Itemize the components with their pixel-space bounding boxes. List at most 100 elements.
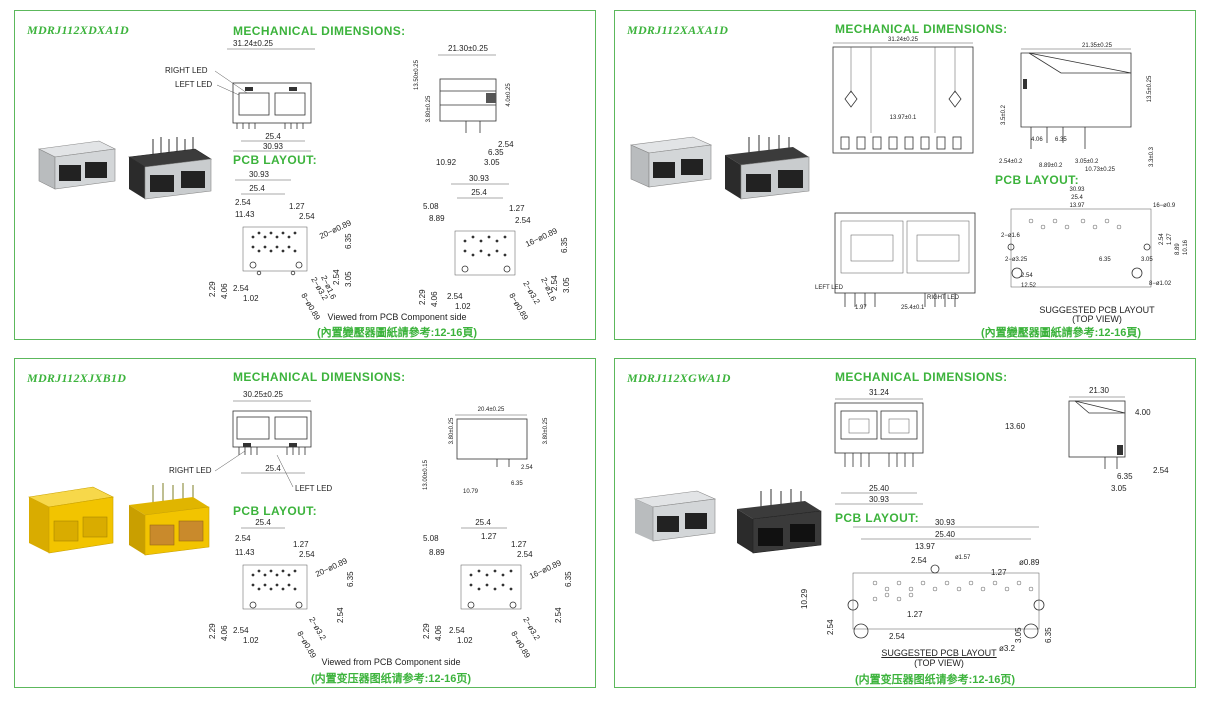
svg-text:6.35: 6.35 [344,233,353,249]
svg-text:1.27: 1.27 [991,568,1007,577]
left-led-label: LEFT LED [295,484,332,493]
svg-text:3.80±0.25: 3.80±0.25 [543,417,549,444]
jack-photo-back [129,483,210,556]
svg-text:1.27: 1.27 [1167,233,1173,245]
svg-text:1.27: 1.27 [481,532,497,541]
svg-text:6.35: 6.35 [488,148,504,157]
svg-text:2.54: 2.54 [517,550,533,559]
svg-text:2.54: 2.54 [889,632,905,641]
svg-text:2.54: 2.54 [233,284,249,293]
svg-text:2.54: 2.54 [1021,273,1033,279]
svg-text:2.29: 2.29 [422,623,431,639]
svg-text:16−ø0.89: 16−ø0.89 [524,226,559,249]
svg-text:2.54: 2.54 [826,619,835,635]
svg-text:30.25±0.25: 30.25±0.25 [243,390,284,399]
svg-text:4.0±0.25: 4.0±0.25 [506,83,512,107]
svg-text:2.54: 2.54 [447,292,463,301]
product-panel-mdrj112xjxb1d: MDRJ112XJXB1D MECHANICAL DIMENSIONS: PCB… [14,358,596,688]
svg-text:2.54: 2.54 [1159,233,1165,245]
svg-text:3.3±0.3: 3.3±0.3 [1149,146,1155,167]
svg-text:25.4: 25.4 [1071,195,1083,201]
svg-text:3.05: 3.05 [562,277,571,293]
svg-text:31.24: 31.24 [869,388,890,397]
svg-text:3.05: 3.05 [1111,484,1127,493]
svg-text:13.60: 13.60 [1005,422,1026,431]
jack-photo-back [737,489,822,554]
model-number: MDRJ112XGWA1D [627,371,731,385]
svg-text:6.35: 6.35 [1055,137,1067,143]
model-number: MDRJ112XJXB1D [27,371,127,385]
svg-text:4.06: 4.06 [220,283,229,299]
svg-text:13.97±0.1: 13.97±0.1 [890,115,917,121]
left-led-label: LEFT LED [815,285,844,291]
top-view-note: (TOP VIEW) [914,658,964,668]
svg-text:6.35: 6.35 [1044,627,1053,643]
svg-text:21.35±0.25: 21.35±0.25 [1082,43,1113,49]
svg-text:30.93: 30.93 [869,495,890,504]
svg-text:2.54: 2.54 [521,465,533,471]
svg-text:16−ø0.89: 16−ø0.89 [528,558,563,581]
svg-text:8−ø0.89: 8−ø0.89 [295,630,318,661]
svg-text:25.40: 25.40 [935,530,956,539]
svg-text:8−ø1.02: 8−ø1.02 [1149,281,1172,287]
svg-text:2.54: 2.54 [515,216,531,225]
svg-text:2−ø3.2: 2−ø3.2 [521,616,542,643]
svg-text:ø3.2: ø3.2 [999,644,1016,653]
svg-text:2.29: 2.29 [418,289,427,305]
mechanical-front-view: 30.25±0.25 25.4 RIGHT LED LEFT LED [169,390,332,493]
svg-text:21.30: 21.30 [1089,386,1110,395]
pcb-layout-heading: PCB LAYOUT: [835,511,919,525]
svg-text:25.40: 25.40 [869,484,890,493]
pcb-layout-left: 30.93 25.4 2.54 11.43 1.27 2.54 20−ø0.89… [208,170,353,322]
svg-text:2.54: 2.54 [911,556,927,565]
pcb-layout-heading: PCB LAYOUT: [233,153,317,167]
svg-text:6.35: 6.35 [560,237,569,253]
top-view-note: (TOP VIEW) [1072,314,1122,324]
svg-text:13.5±0.25: 13.5±0.25 [1147,75,1153,102]
svg-text:3.05±0.2: 3.05±0.2 [1075,159,1099,165]
svg-text:2.54: 2.54 [498,140,514,149]
svg-text:3.05: 3.05 [1141,257,1153,263]
svg-text:1.27: 1.27 [289,202,305,211]
svg-text:1.02: 1.02 [243,636,259,645]
svg-text:3.80±0.25: 3.80±0.25 [449,417,455,444]
svg-text:25.4: 25.4 [255,518,271,527]
svg-text:2.54: 2.54 [1153,466,1169,475]
jack-photo-front [28,486,114,554]
svg-text:2.54±0.2: 2.54±0.2 [999,159,1023,165]
svg-text:1.27: 1.27 [509,204,525,213]
mechanical-dimensions-heading: MECHANICAL DIMENSIONS: [835,370,1008,384]
svg-text:6.35: 6.35 [1117,472,1133,481]
svg-text:2.54: 2.54 [235,534,251,543]
suggested-layout-note: SUGGESTED PCB LAYOUT [881,648,997,658]
svg-text:3.80±0.25: 3.80±0.25 [426,95,432,122]
svg-text:8.89: 8.89 [429,548,445,557]
svg-text:25.4: 25.4 [475,518,491,527]
model-number: MDRJ112XAXA1D [627,23,729,37]
svg-text:11.43: 11.43 [235,548,255,557]
jack-photo-front [37,140,117,190]
mechanical-front-view: 31.24 25.40 30.93 [834,388,924,505]
svg-text:2.54: 2.54 [233,626,249,635]
svg-text:4.06: 4.06 [430,291,439,307]
right-led-label: RIGHT LED [927,295,960,301]
pcb-layout: 30.93 25.40 13.97 ø1.57 2.54 1.27 ø0.89 … [800,518,1053,653]
svg-text:6.35: 6.35 [564,571,573,587]
svg-text:1.27: 1.27 [511,540,527,549]
svg-text:4.06: 4.06 [434,625,443,641]
svg-text:10.29: 10.29 [800,588,809,609]
svg-text:1.97: 1.97 [855,305,867,311]
svg-text:4.06: 4.06 [220,625,229,641]
svg-text:2.54: 2.54 [554,607,563,623]
svg-text:30.93: 30.93 [263,142,284,151]
pcb-layout-right: 25.4 5.08 1.27 8.89 1.27 2.54 16−ø0.89 6… [422,518,573,660]
jack-photo-front [629,136,713,188]
viewed-note: Viewed from PCB Component side [321,657,461,667]
svg-text:2.54: 2.54 [550,275,559,291]
svg-text:10.92: 10.92 [436,158,457,167]
svg-text:11.43: 11.43 [235,210,255,219]
width-dim: 31.24±0.25 [233,39,274,48]
svg-text:1.02: 1.02 [455,302,471,311]
mechanical-top-view: 31.24±0.25 13.97±0.1 [832,37,974,154]
svg-text:1.27: 1.27 [293,540,309,549]
